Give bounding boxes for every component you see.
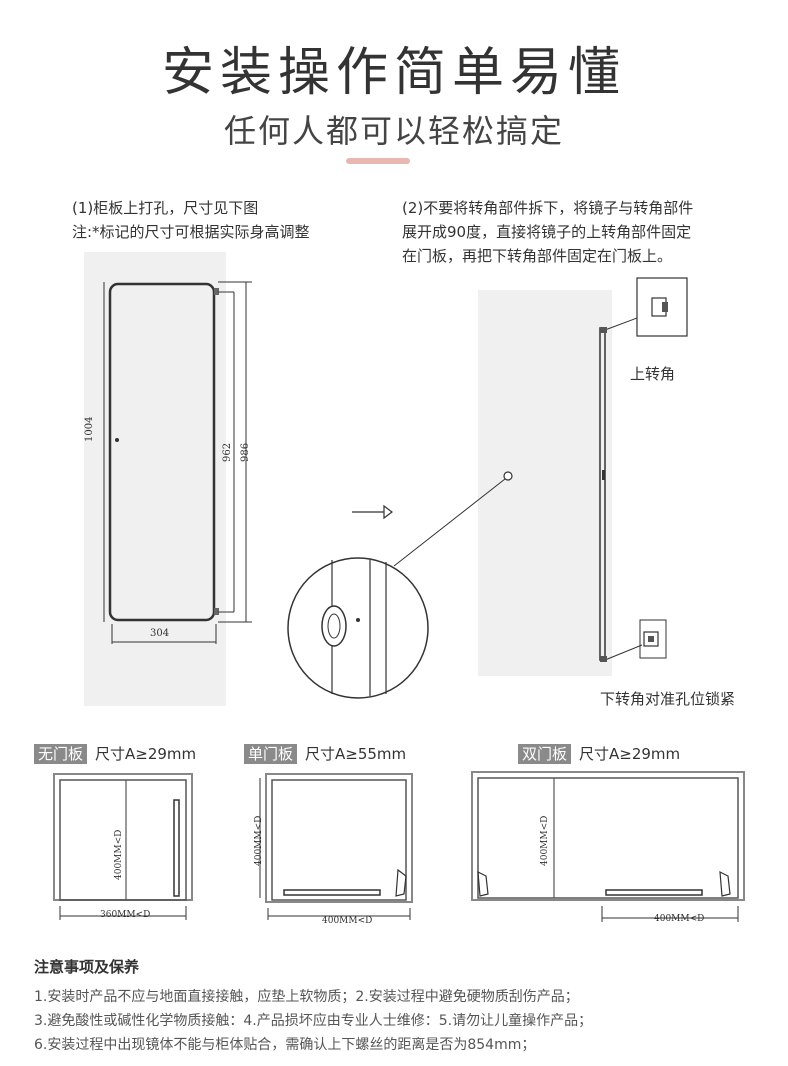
note-line-2: 3.避免酸性或碱性化学物质接触：4.产品损坏应由专业人士维修：5.请勿让儿童操作… xyxy=(34,1013,593,1029)
dim-mid-label: 962 xyxy=(222,442,233,462)
step1-panel xyxy=(84,252,226,706)
dim-right-label: 986 xyxy=(240,442,251,462)
upper-corner-label: 上转角 xyxy=(630,365,676,383)
step2-line1: (2)不要将转角部件拆下，将镜子与转角部件 xyxy=(402,199,694,217)
dim-width-label: 304 xyxy=(150,628,170,639)
cabinet-3-spec: 尺寸A≥29mm xyxy=(579,745,681,763)
cabinet-3-tag: 双门板 xyxy=(518,744,572,764)
cabinet-1-spec: 尺寸A≥29mm xyxy=(95,745,197,763)
dim-height-label: 1004 xyxy=(84,416,95,442)
step2-install-diagram xyxy=(287,277,688,699)
page-title: 安装操作简单易懂 xyxy=(161,43,626,103)
cabinet-1-heading: 无门板尺寸A≥29mm xyxy=(34,743,196,764)
upper-corner-box xyxy=(636,277,688,337)
top-hinge xyxy=(214,288,219,295)
notes-title: 注意事项及保养 xyxy=(34,958,140,976)
page-subtitle: 任何人都可以轻松搞定 xyxy=(223,112,564,150)
step1-line2: 注:*标记的尺寸可根据实际身高调整 xyxy=(72,223,310,241)
step1-line1: (1)柜板上打孔，尺寸见下图 xyxy=(72,199,259,217)
cabinet-1-vdim: 400MM<D xyxy=(114,829,124,880)
cabinet-2-hdim: 400MM<D xyxy=(322,916,373,926)
cabinet-3-vdim: 400MM<D xyxy=(540,815,550,866)
cabinet-3-hdim: 400MM<D xyxy=(654,914,705,924)
mirror-outline xyxy=(108,282,216,622)
accent-bar xyxy=(346,158,410,164)
cabinet-1-hdim: 360MM<D xyxy=(100,910,151,920)
step2-line3: 在门板，再把下转角部件固定在门板上。 xyxy=(402,247,673,265)
cabinet-2-heading: 单门板尺寸A≥55mm xyxy=(244,743,406,764)
step2-line2: 展开成90度，直接将镜子的上转角部件固定 xyxy=(402,223,692,241)
cabinet-2-spec: 尺寸A≥55mm xyxy=(305,745,407,763)
cabinet-1-tag: 无门板 xyxy=(34,744,88,764)
cabinet-2-vdim: 400MM<D xyxy=(254,815,264,866)
cabinet-2-tag: 单门板 xyxy=(244,744,298,764)
zoom-detail-circle xyxy=(287,557,429,699)
mirror-screw-hole xyxy=(115,438,119,442)
cabinet-2-diagram xyxy=(259,773,413,920)
lower-corner-label: 下转角对准孔位锁紧 xyxy=(600,690,736,708)
step2-text: (2)不要将转角部件拆下，将镜子与转角部件 展开成90度，直接将镜子的上转角部件… xyxy=(402,196,693,268)
cabinet-3-diagram xyxy=(471,771,745,922)
cabinet-3-heading: 双门板尺寸A≥29mm xyxy=(518,743,680,764)
mirror-edge xyxy=(599,327,606,661)
note-line-1: 1.安装时产品不应与地面直接接触，应垫上软物质；2.安装过程中避免硬物质刮伤产品… xyxy=(34,989,579,1005)
step1-mirror-diagram xyxy=(103,281,252,644)
cabinet-1-diagram xyxy=(53,773,193,920)
bottom-hinge xyxy=(214,608,219,615)
step1-text: (1)柜板上打孔，尺寸见下图 注:*标记的尺寸可根据实际身高调整 xyxy=(72,196,310,244)
note-line-3: 6.安装过程中出现镜体不能与柜体贴合，需确认上下螺丝的距离是否为854mm； xyxy=(34,1037,536,1053)
